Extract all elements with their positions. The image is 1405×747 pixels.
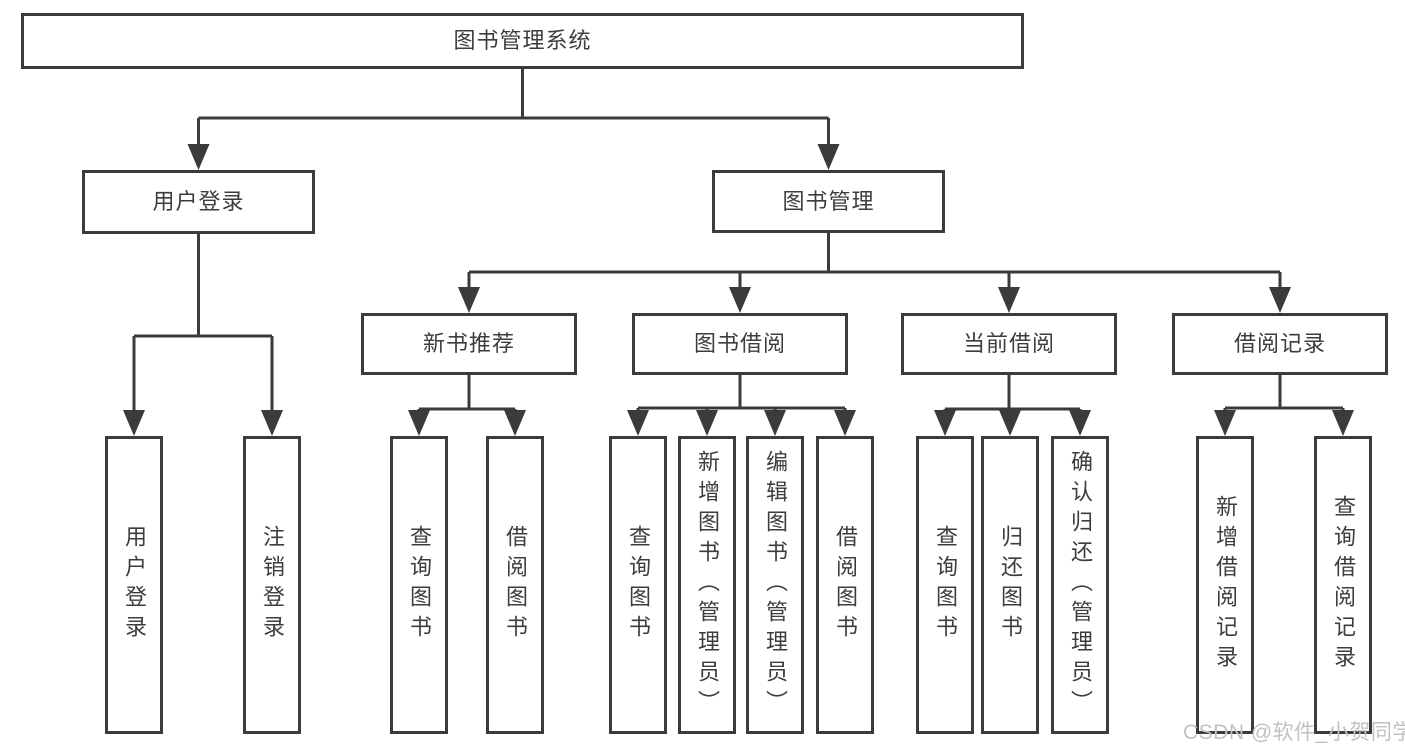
leaf-recommend-query-books: 查询图书 — [390, 436, 448, 734]
node-system-root: 图书管理系统 — [21, 13, 1024, 69]
node-book-borrowing-label: 图书借阅 — [693, 331, 786, 356]
leaf-user-login-label: 用户登录 — [122, 525, 147, 645]
node-book-management: 图书管理 — [712, 170, 945, 233]
leaf-logout: 注销登录 — [243, 436, 301, 734]
node-system-root-label: 图书管理系统 — [453, 28, 592, 53]
leaf-borrowing-query-books: 查询图书 — [609, 436, 667, 734]
leaf-borrowing-edit-books: 编辑图书（管理员） — [746, 436, 804, 734]
leaf-current-return-books: 归还图书 — [981, 436, 1039, 734]
leaf-current-confirm-return-label: 确认归还（管理员） — [1068, 450, 1093, 720]
leaf-user-login: 用户登录 — [105, 436, 163, 734]
leaf-records-add-record-label: 新增借阅记录 — [1213, 495, 1238, 675]
leaf-logout-label: 注销登录 — [260, 525, 285, 645]
leaf-records-query-record-label: 查询借阅记录 — [1331, 495, 1356, 675]
csdn-watermark: CSDN @软件_小贺同学 — [1183, 721, 1405, 744]
leaf-borrowing-borrow-books: 借阅图书 — [816, 436, 874, 734]
node-book-borrowing: 图书借阅 — [632, 313, 848, 375]
node-book-management-label: 图书管理 — [782, 188, 875, 214]
node-user-login: 用户登录 — [82, 170, 315, 234]
leaf-borrowing-borrow-books-label: 借阅图书 — [833, 525, 858, 645]
node-current-borrowing-label: 当前借阅 — [962, 331, 1055, 356]
leaf-borrowing-add-books-label: 新增图书（管理员） — [695, 450, 720, 720]
leaf-records-query-record: 查询借阅记录 — [1314, 436, 1372, 734]
leaf-current-confirm-return: 确认归还（管理员） — [1051, 436, 1109, 734]
node-new-book-recommend-label: 新书推荐 — [422, 331, 515, 356]
leaf-borrowing-add-books: 新增图书（管理员） — [678, 436, 736, 734]
leaf-records-add-record: 新增借阅记录 — [1196, 436, 1254, 734]
arrowheads — [123, 144, 1354, 436]
leaf-current-query-books-label: 查询图书 — [933, 525, 958, 645]
leaf-recommend-borrow-books: 借阅图书 — [486, 436, 544, 734]
leaf-current-return-books-label: 归还图书 — [998, 525, 1023, 645]
leaf-recommend-query-books-label: 查询图书 — [407, 525, 432, 645]
leaf-borrowing-query-books-label: 查询图书 — [626, 525, 651, 645]
node-borrowing-records-label: 借阅记录 — [1233, 331, 1326, 356]
leaf-recommend-borrow-books-label: 借阅图书 — [503, 525, 528, 645]
node-new-book-recommend: 新书推荐 — [361, 313, 577, 375]
node-user-login-label: 用户登录 — [152, 189, 245, 214]
node-current-borrowing: 当前借阅 — [901, 313, 1117, 375]
leaf-borrowing-edit-books-label: 编辑图书（管理员） — [763, 450, 788, 720]
leaf-current-query-books: 查询图书 — [916, 436, 974, 734]
node-borrowing-records: 借阅记录 — [1172, 313, 1388, 375]
